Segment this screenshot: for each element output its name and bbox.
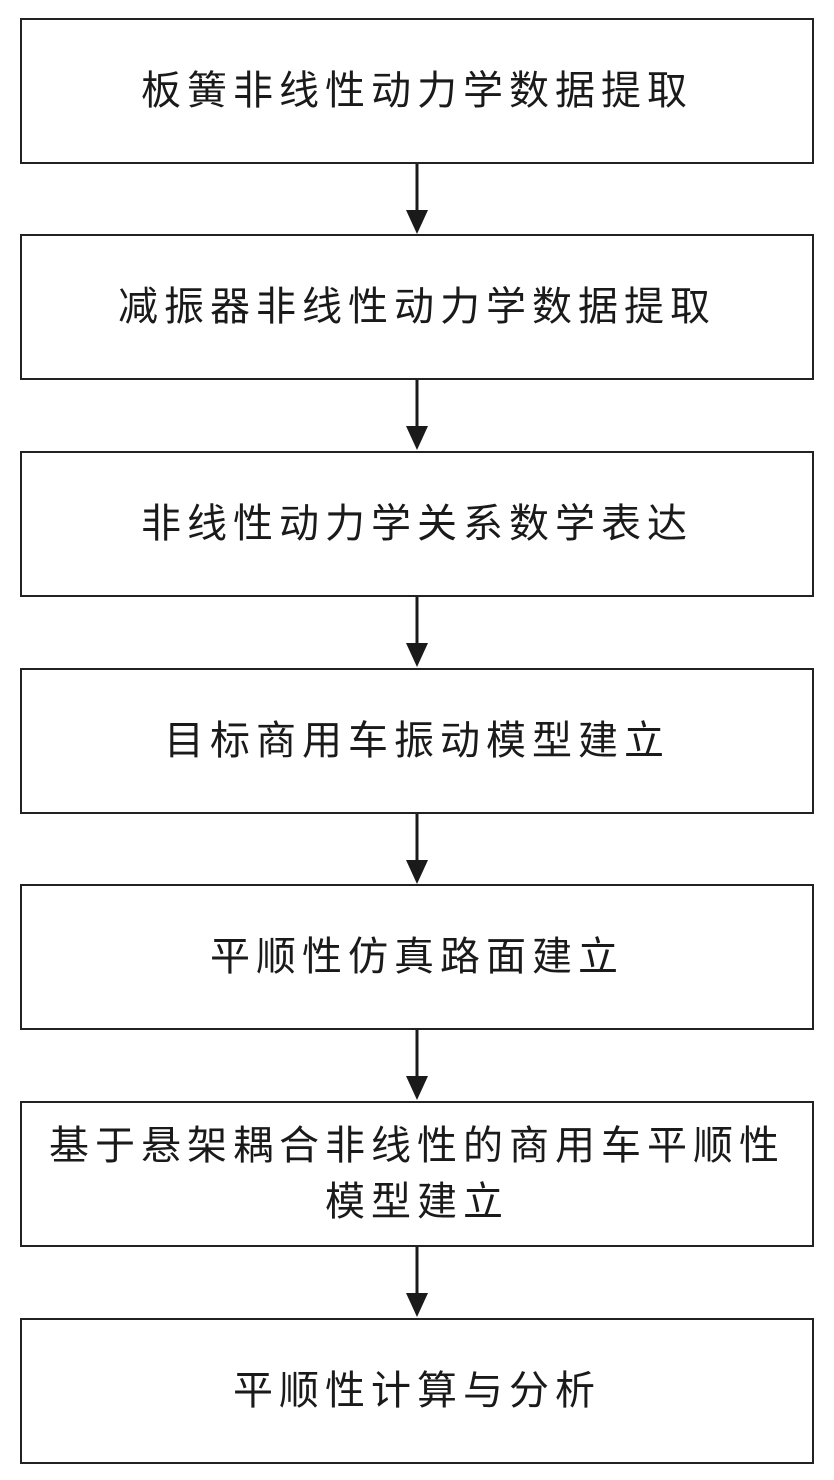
arrow-down-icon <box>406 814 428 884</box>
flow-step-7: 平顺性计算与分析 <box>20 1318 814 1464</box>
flow-step-label: 板簧非线性动力学数据提取 <box>141 68 693 114</box>
arrow-down-icon <box>406 380 428 450</box>
flow-step-3: 非线性动力学关系数学表达 <box>20 451 814 597</box>
flow-step-6: 基于悬架耦合非线性的商用车平顺性模型建立 <box>20 1101 814 1247</box>
flow-step-label: 非线性动力学关系数学表达 <box>141 501 693 547</box>
arrow-down-icon <box>406 597 428 667</box>
flow-step-4: 目标商用车振动模型建立 <box>20 668 814 814</box>
flow-step-label: 基于悬架耦合非线性的商用车平顺性模型建立 <box>49 1123 785 1225</box>
flow-step-5: 平顺性仿真路面建立 <box>20 884 814 1030</box>
flow-step-label: 平顺性仿真路面建立 <box>210 934 624 980</box>
flow-step-label: 目标商用车振动模型建立 <box>164 718 670 764</box>
flow-step-label: 减振器非线性动力学数据提取 <box>118 284 716 330</box>
flow-step-2: 减振器非线性动力学数据提取 <box>20 234 814 380</box>
arrow-down-icon <box>406 1247 428 1317</box>
flow-step-label: 平顺性计算与分析 <box>233 1368 601 1414</box>
arrow-down-icon <box>406 1030 428 1100</box>
arrow-down-icon <box>406 164 428 234</box>
flow-step-1: 板簧非线性动力学数据提取 <box>20 18 814 164</box>
